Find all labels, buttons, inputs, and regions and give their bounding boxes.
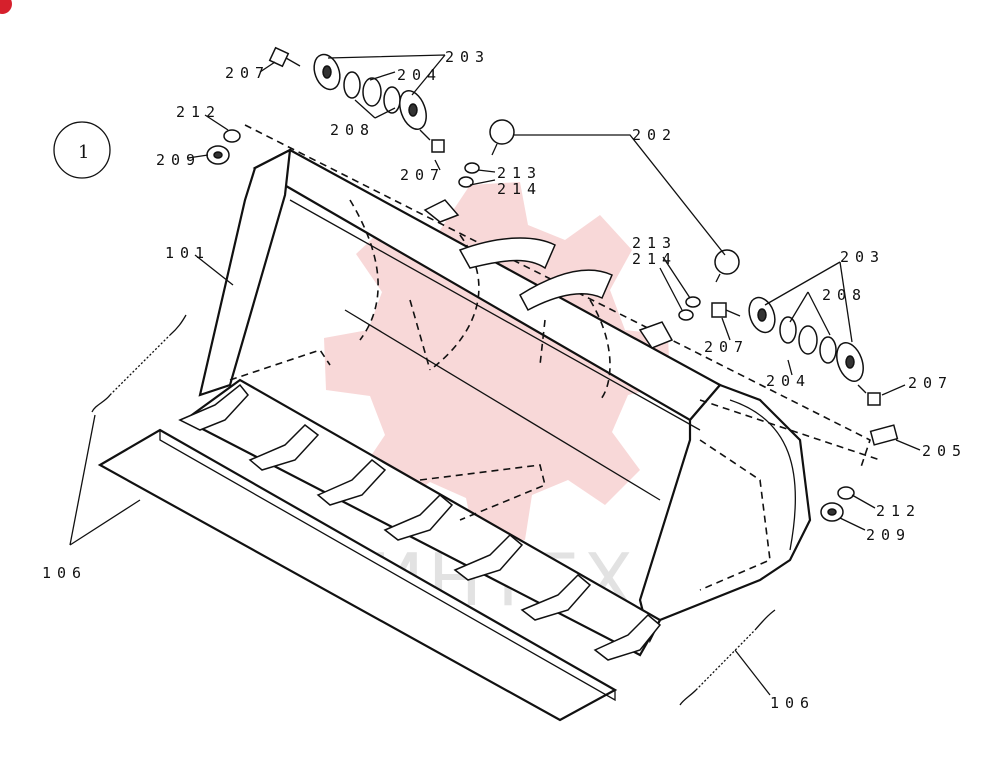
- flange-203-c: [748, 296, 776, 334]
- callout-212: 212: [176, 103, 221, 121]
- seals-204-208-b: [779, 316, 837, 364]
- callout-204: 204: [397, 66, 442, 84]
- callout-101: 101: [165, 244, 210, 262]
- callout-labels: 207 203 204 208 212 209 207 213 214 202 …: [42, 48, 967, 712]
- view-number: 1: [78, 142, 89, 163]
- washer-212-a: [223, 129, 241, 143]
- grease-fitting-202-a: [489, 119, 515, 156]
- seals-204-208-a: [343, 71, 401, 114]
- callout-204: 204: [766, 372, 811, 390]
- leader-lines: [69, 54, 921, 696]
- washers-213-214-a: [458, 162, 480, 188]
- callout-203: 203: [840, 248, 885, 266]
- callout-214: 214: [632, 250, 677, 268]
- callout-208: 208: [822, 286, 867, 304]
- view-number-circle: 1: [53, 121, 111, 179]
- callout-205: 205: [922, 442, 967, 460]
- bolt-207-d: [857, 384, 881, 406]
- bolt-207-b: [419, 129, 445, 153]
- callout-209: 209: [866, 526, 911, 544]
- callout-106: 106: [770, 694, 815, 712]
- callout-214: 214: [497, 180, 542, 198]
- pin-205: [869, 424, 899, 446]
- grease-fitting-202-b: [714, 249, 740, 283]
- brand-logo-corner: [0, 0, 12, 14]
- callout-213: 213: [497, 164, 542, 182]
- callout-207: 207: [400, 166, 445, 184]
- callout-209: 209: [156, 151, 201, 169]
- washers-213-214-b: [678, 296, 701, 321]
- spring-right: [679, 609, 776, 706]
- bucket-teeth: [178, 383, 662, 661]
- bucket-body: [178, 124, 881, 661]
- spring-left: [91, 314, 187, 413]
- flange-203-a: [313, 53, 341, 91]
- callout-207: 207: [908, 374, 953, 392]
- cutting-edge-blade: [97, 428, 618, 722]
- washer-212-b: [837, 486, 855, 500]
- callout-208: 208: [330, 121, 375, 139]
- callout-202: 202: [632, 126, 677, 144]
- flange-203-b: [399, 90, 427, 130]
- nut-209-a: [206, 145, 230, 165]
- callout-207: 207: [225, 64, 270, 82]
- flange-203-d: [836, 342, 864, 382]
- bolt-207-c: [711, 302, 741, 318]
- callout-106: 106: [42, 564, 87, 582]
- nut-209-b: [820, 502, 844, 522]
- bolt-207-a: [268, 46, 301, 68]
- callout-203: 203: [445, 48, 490, 66]
- callout-212: 212: [876, 502, 921, 520]
- callout-213: 213: [632, 234, 677, 252]
- callout-207: 207: [704, 338, 749, 356]
